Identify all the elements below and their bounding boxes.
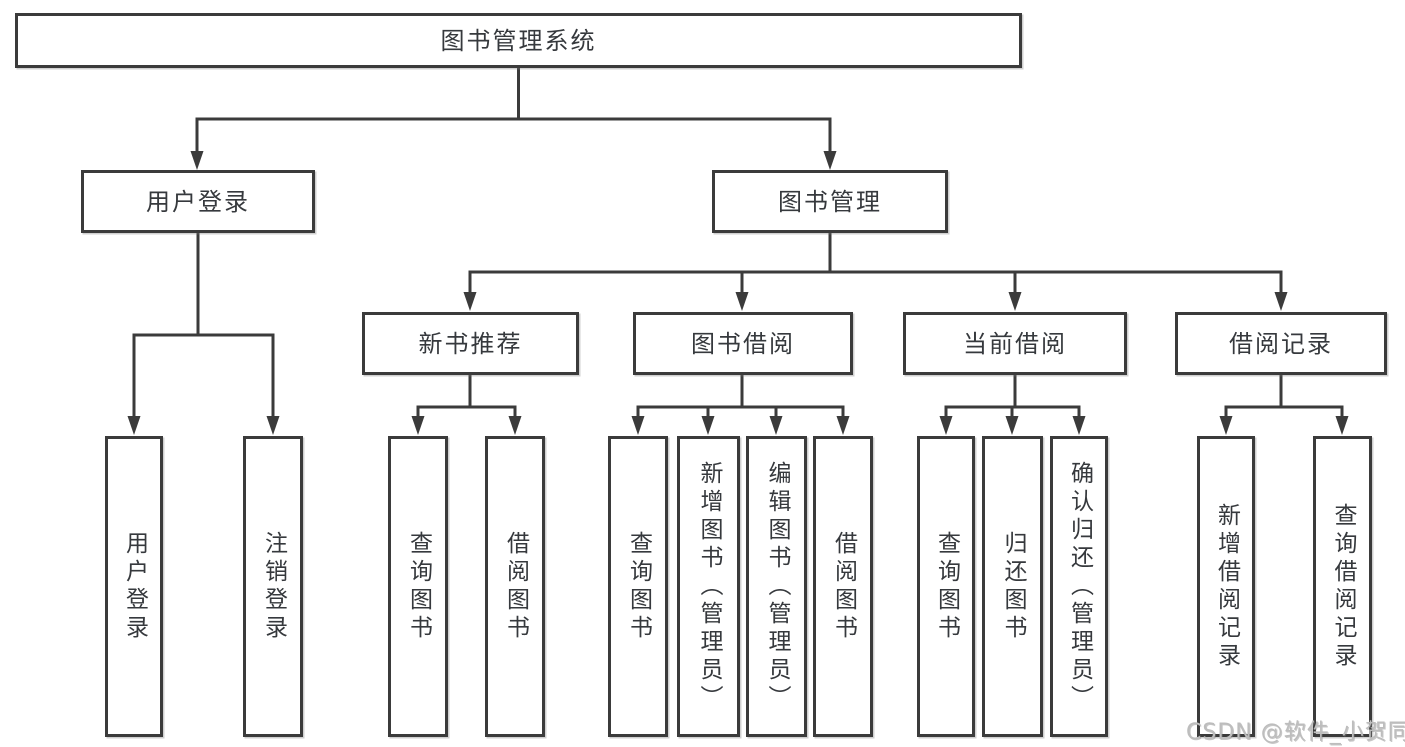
node-label: 查询图书 <box>933 530 960 643</box>
node-current-borrow: 当前借阅 <box>903 312 1127 375</box>
node-label: 新增图书（管理员） <box>696 460 722 713</box>
node-label: 确认归还（管理员） <box>1066 460 1093 713</box>
node-user-login: 用户登录 <box>81 170 315 233</box>
node-book-management: 图书管理 <box>712 170 948 233</box>
leaf-borrow-edit-book-admin: 编辑图书（管理员） <box>746 436 807 737</box>
node-label: 图书借阅 <box>691 329 795 358</box>
leaf-user-login: 用户登录 <box>105 436 163 737</box>
node-root: 图书管理系统 <box>15 13 1022 68</box>
node-label: 查询借阅记录 <box>1330 502 1356 671</box>
leaf-current-query-book: 查询图书 <box>917 436 975 737</box>
leaf-borrow-add-book-admin: 新增图书（管理员） <box>677 436 740 737</box>
node-label: 注销登录 <box>260 530 287 643</box>
leaf-borrow-borrow-book: 借阅图书 <box>813 436 873 737</box>
node-label: 用户登录 <box>121 530 148 643</box>
node-label: 图书管理系统 <box>440 26 597 55</box>
node-label: 借阅图书 <box>502 530 529 643</box>
leaf-records-add-record: 新增借阅记录 <box>1197 436 1255 737</box>
node-label: 归还图书 <box>1000 530 1026 643</box>
node-borrow-records: 借阅记录 <box>1175 312 1387 375</box>
node-label: 用户登录 <box>146 187 250 216</box>
node-label: 新书推荐 <box>418 329 523 358</box>
watermark: CSDN @软件_小贺同学 <box>1186 720 1405 745</box>
leaf-records-query-record: 查询借阅记录 <box>1313 436 1372 737</box>
leaf-current-confirm-return-admin: 确认归还（管理员） <box>1050 436 1108 737</box>
node-label: 新增借阅记录 <box>1213 502 1240 671</box>
node-book-borrow: 图书借阅 <box>633 312 853 375</box>
node-label: 图书管理 <box>778 187 882 216</box>
leaf-current-return-book: 归还图书 <box>982 436 1043 737</box>
node-new-book-recommend: 新书推荐 <box>362 312 579 375</box>
leaf-recommend-borrow-book: 借阅图书 <box>485 436 545 737</box>
leaf-recommend-query-book: 查询图书 <box>388 436 448 737</box>
leaf-borrow-query-book: 查询图书 <box>608 436 668 737</box>
node-label: 借阅记录 <box>1229 329 1333 358</box>
node-label: 借阅图书 <box>830 530 857 643</box>
node-label: 查询图书 <box>625 530 652 643</box>
node-label: 编辑图书（管理员） <box>764 460 790 713</box>
node-label: 当前借阅 <box>963 329 1067 358</box>
node-label: 查询图书 <box>405 530 432 643</box>
leaf-logout: 注销登录 <box>243 436 303 737</box>
